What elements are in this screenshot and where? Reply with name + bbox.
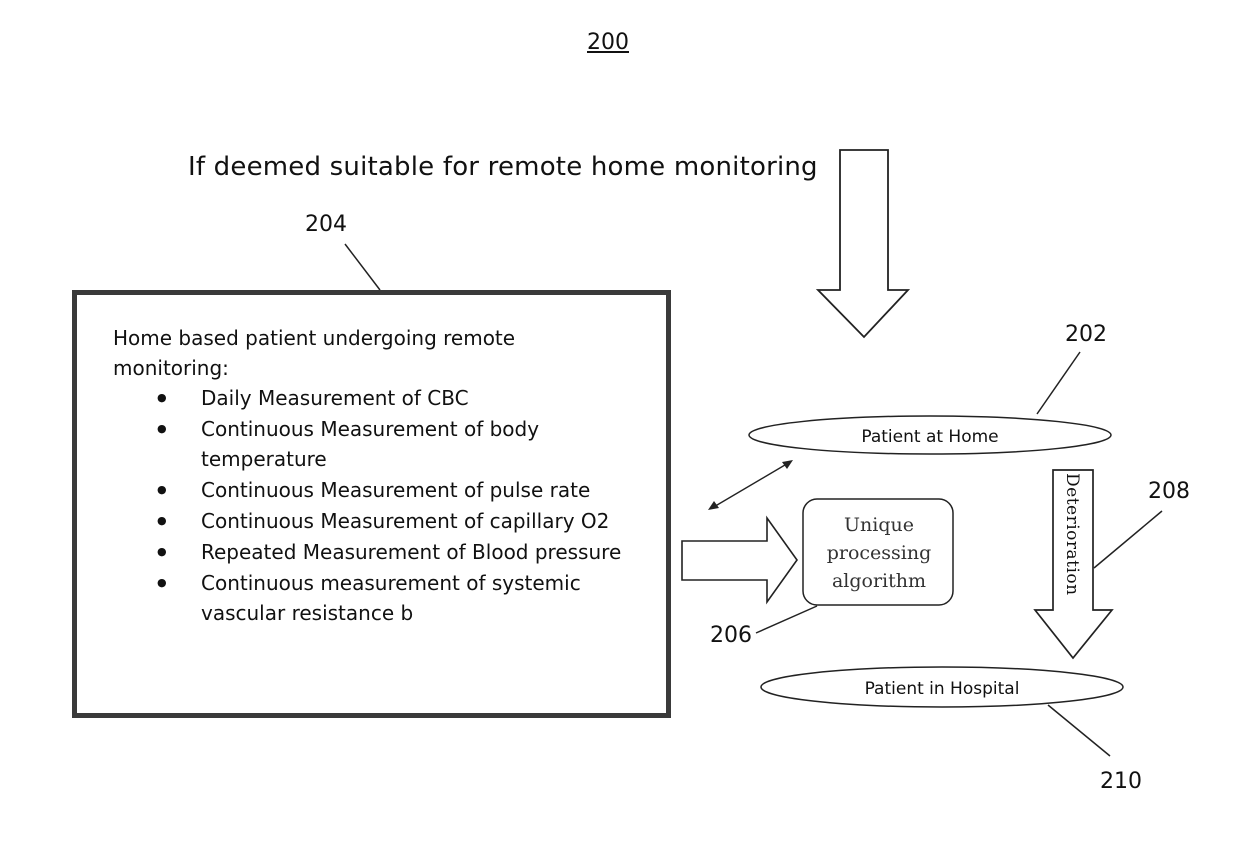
ref-label-208: 208 xyxy=(1148,479,1190,504)
measurement-item: Continuous Measurement of capillary O2 xyxy=(113,506,633,536)
patient-at-home-label: Patient at Home xyxy=(750,427,1110,447)
measurement-item: Daily Measurement of CBC xyxy=(113,383,633,413)
data-input-arrow xyxy=(682,518,797,602)
measurement-item: Continuous Measurement of body temperatu… xyxy=(113,414,633,474)
suitability-down-arrow xyxy=(818,150,908,337)
algorithm-label: Unique processing algorithm xyxy=(804,511,954,595)
suitability-condition-text: If deemed suitable for remote home monit… xyxy=(188,152,818,182)
patient-in-hospital-label: Patient in Hospital xyxy=(762,679,1122,699)
ref-label-202: 202 xyxy=(1065,322,1107,347)
ref-label-210: 210 xyxy=(1100,769,1142,794)
measurement-item: Continuous Measurement of pulse rate xyxy=(113,475,633,505)
leader-206 xyxy=(756,606,817,633)
ref-label-206: 206 xyxy=(710,623,752,648)
bidirectional-arrow xyxy=(712,462,790,508)
leader-208 xyxy=(1094,511,1162,568)
bidirectional-arrow-head-top xyxy=(782,460,793,469)
ref-label-204: 204 xyxy=(305,212,347,237)
figure-number: 200 xyxy=(587,30,629,55)
leader-202 xyxy=(1037,352,1080,414)
deterioration-label-wrap: Deterioration xyxy=(1054,473,1094,639)
leader-210 xyxy=(1048,705,1110,756)
leader-204 xyxy=(345,244,380,290)
measurement-item: Repeated Measurement of Blood pressure xyxy=(113,537,633,567)
measurement-list: Daily Measurement of CBC Continuous Meas… xyxy=(113,383,633,629)
remote-monitoring-box: Home based patient undergoing remote mon… xyxy=(72,290,671,718)
measurement-item: Continuous measurement of systemic vascu… xyxy=(113,568,633,628)
deterioration-label: Deterioration xyxy=(1062,473,1082,596)
monitoring-box-heading: Home based patient undergoing remote mon… xyxy=(113,323,553,383)
